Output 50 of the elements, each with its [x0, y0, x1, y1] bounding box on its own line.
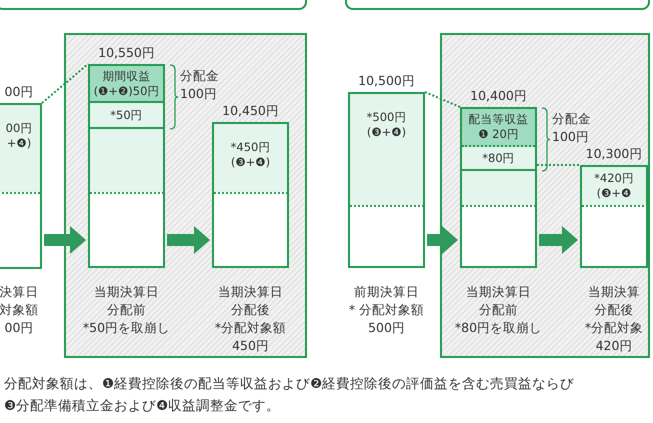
date-caption: *50円を取崩し [82, 319, 172, 337]
footnote-text: ❸分配準備積立金および❹収益調整金です。 [4, 397, 280, 415]
fund-value-bar [0, 103, 42, 269]
fund-value-bar [460, 107, 537, 268]
hatched-panel [440, 33, 650, 358]
distribution-label: 分配金 100円 [180, 67, 220, 103]
amount-label: 10,550円 [97, 44, 156, 62]
date-caption: 分配前 [478, 301, 519, 319]
hatched-panel [64, 33, 307, 358]
date-caption: 分配後 [594, 301, 634, 319]
dotted-connector [537, 164, 580, 166]
amount-label: 10,400円 [469, 87, 528, 105]
fund-value-bar [348, 92, 425, 268]
date-caption: 分配前 [106, 301, 147, 319]
amount-label: 10,450円 [221, 102, 280, 120]
amount-text: 00円 +❹) [4, 121, 34, 151]
amount-text: *420円 (❸+❹ [593, 171, 635, 201]
dotted-connector [41, 63, 89, 104]
date-caption: *80円を取崩し [454, 319, 544, 337]
date-caption: 当期決算日 [217, 283, 284, 301]
date-caption: 当期決算日 [465, 283, 532, 301]
distribution-label: 分配金 100円 [552, 110, 592, 146]
fund-value-bar [88, 64, 165, 268]
date-caption: 450円 [231, 337, 270, 355]
income-section: 期間収益 (❶+❷)50円 [90, 66, 163, 103]
date-caption: 500円 [367, 319, 406, 337]
date-caption: 当期決算 [587, 283, 641, 301]
date-caption: 決算日 [0, 283, 40, 301]
date-caption: 00円 [4, 319, 34, 337]
fund-value-bar [212, 122, 289, 268]
date-caption: * 分配対象額 [348, 301, 426, 319]
date-caption: 前期決算日 [353, 283, 420, 301]
date-caption: *分配対象 [584, 319, 644, 337]
block-arrow [427, 226, 458, 254]
amount-label: 00円 [4, 83, 34, 101]
dotted-connector [424, 91, 460, 108]
amount-text: *450円 (❸+❹) [230, 140, 272, 170]
income-section: 配当等収益 ❶ 20円 [462, 109, 535, 147]
block-arrow [539, 226, 578, 254]
date-caption: 420円 [594, 337, 634, 355]
date-caption: 当期決算日 [93, 283, 160, 301]
fund-value-bar [580, 165, 648, 268]
footnote-text: 分配対象額は、❶経費控除後の配当等収益および❷経費控除後の評価益を含む売買益ならび [4, 375, 574, 393]
block-arrow [44, 226, 86, 254]
date-caption: 分配後 [230, 301, 271, 319]
amount-label: 10,300円 [584, 145, 644, 163]
date-caption: *分配対象額 [214, 319, 288, 337]
amount-label: 10,500円 [357, 72, 416, 90]
amount-text: *500円 (❸+❹) [366, 110, 408, 140]
block-arrow [167, 226, 210, 254]
